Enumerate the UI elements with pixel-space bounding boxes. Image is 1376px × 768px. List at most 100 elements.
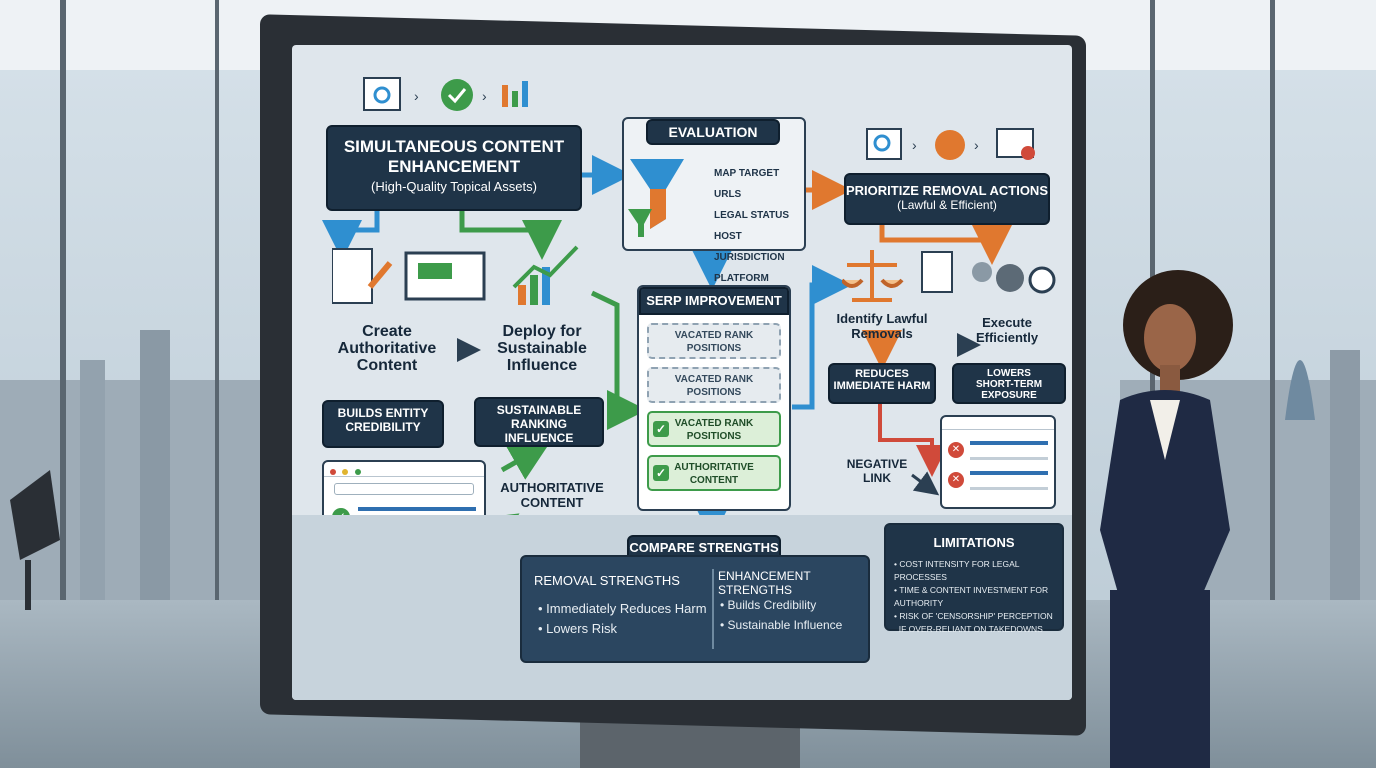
enhancement-subtitle: (High-Quality Topical Assets) (371, 179, 537, 194)
funnel-icon (628, 159, 684, 237)
removal-strengths-heading: Removal Strengths (534, 573, 680, 588)
serp-title: SERP Improvement (639, 287, 789, 315)
lowers-line1: Lowers (987, 368, 1031, 379)
serp-slot-line1: Vacated Rank (674, 418, 754, 429)
step-create: Create Authoritative Content (322, 323, 452, 374)
limitations-list: • Cost Intensity for Legal Processes • T… (894, 558, 1062, 636)
evaluation-title: Evaluation (646, 119, 780, 145)
serp-slot: Vacated RankPositions (647, 323, 781, 359)
process-icons: › › (363, 77, 528, 111)
svg-text:›: › (482, 88, 487, 104)
enhancement-strength-2: • Sustainable Influence (720, 618, 843, 632)
reduces-line1: Reduces (855, 368, 909, 380)
removal-strength-2-text: Lowers Risk (546, 621, 617, 636)
negative-line2: Link (863, 471, 891, 485)
limitation-3: • Risk of 'Censorship' Perception (894, 611, 1053, 621)
scale-gear-icons (842, 250, 1056, 302)
x-circle-icon: ✕ (948, 472, 964, 488)
step-deploy-line3: Influence (506, 357, 578, 374)
outcome-ranking-line2: Ranking Influence (504, 417, 574, 445)
limitation-2: • Time & Content Investment for Authorit… (894, 585, 1049, 608)
limitation-2-text: Time & Content Investment for Authority (894, 585, 1049, 608)
identify-line2: Removals (851, 326, 913, 341)
enhancement-strength-1: • Builds Credibility (720, 598, 817, 612)
enhancement-strengths-heading: Enhancement Strengths (718, 569, 811, 597)
enhancement-strength-2-text: Sustainable Influence (727, 618, 843, 632)
authoritative-line2: Content (520, 495, 584, 510)
reduces-harm-box: Reduces Immediate Harm (828, 363, 936, 404)
step-deploy-line1: Deploy for (502, 323, 582, 340)
enhancement-title-line2: Enhancement (387, 157, 521, 176)
removal-strength-1-text: Immediately Reduces Harm (546, 601, 707, 616)
serp-slot-line2: Positions (686, 387, 742, 398)
serp-slot-line1: Vacated Rank (674, 374, 754, 385)
limitation-3-text: Risk of 'Censorship' Perception (899, 611, 1053, 621)
removal-subtitle: (Lawful & Efficient) (897, 198, 997, 212)
step-deploy-line2: Sustainable (497, 340, 587, 357)
neg-browser-bar (942, 417, 1054, 430)
presenter-figure (1100, 270, 1233, 768)
execute-line2: Efficiently (975, 330, 1039, 345)
eval-item-target-urls: Map Target URLs (714, 168, 780, 200)
step-deploy: Deploy for Sustainable Influence (477, 323, 607, 374)
search-field (334, 483, 474, 495)
x-circle-icon: ✕ (948, 442, 964, 458)
lowers-line2: Short-Term Exposure (975, 379, 1043, 401)
serp-slot: ✓ Vacated RankPositions (647, 411, 781, 447)
outcome-ranking-line1: Sustainable (496, 403, 582, 417)
evaluation-box: Evaluation Map Target URLs Legal Status … (622, 117, 806, 305)
removal-icons: › › (866, 128, 1035, 160)
negative-lines (970, 440, 1048, 460)
create-deploy-icons (332, 245, 579, 305)
execute-efficiently-label: Execute Efficiently (957, 315, 1057, 345)
negative-link-label: Negative Link (837, 457, 917, 485)
removal-strengths-list: • Immediately Reduces Harm • Lowers Risk (538, 599, 707, 639)
identify-removals-label: Identify Lawful Removals (822, 311, 942, 341)
limitations-panel: Limitations • Cost Intensity for Legal P… (884, 523, 1064, 634)
serp-slot: Vacated RankPositions (647, 367, 781, 403)
compare-divider (712, 569, 714, 649)
eval-item-legal-status: Legal Status (714, 210, 789, 221)
serp-slot-line1: Vacated Rank (674, 330, 754, 341)
negative-line1: Negative (846, 457, 908, 471)
limitation-1-text: Cost Intensity for Legal Processes (894, 559, 1020, 582)
check-icon: ✓ (653, 421, 669, 437)
serp-slot-line1: Authoritative (674, 462, 754, 473)
check-icon: ✓ (653, 465, 669, 481)
svg-text:›: › (912, 137, 917, 153)
serp-improvement-box: SERP Improvement Vacated RankPositionsVa… (637, 285, 791, 511)
execute-line1: Execute (982, 315, 1032, 330)
authoritative-content-label: Authoritative Content (492, 480, 612, 510)
enhancement-title-box: Simultaneous Content Enhancement (High-Q… (326, 125, 582, 211)
svg-text:›: › (414, 88, 419, 104)
outcome-entity-credibility: Builds Entity Credibility (322, 400, 444, 448)
limitation-1: • Cost Intensity for Legal Processes (894, 559, 1020, 582)
negative-row: ✕ (948, 440, 1048, 460)
step-create-line1: Create (362, 323, 412, 340)
removal-title: Prioritize Removal Actions (846, 183, 1048, 198)
compare-panel: Removal Strengths • Immediately Reduces … (520, 555, 870, 663)
enhancement-strengths-list: • Builds Credibility • Sustainable Influ… (720, 595, 842, 635)
outcome-entity-line1: Builds Entity (337, 406, 429, 420)
browser-bar (324, 462, 484, 477)
enhancement-title-line1: Simultaneous Content (343, 137, 565, 156)
serp-slot-line2: Positions (686, 431, 742, 442)
limitation-4-text: If Over-Reliant on Takedowns (898, 624, 1043, 634)
negative-results-card: ✕✕ (940, 415, 1056, 509)
authoritative-line1: Authoritative (500, 480, 604, 495)
diagram-board: › › Simultaneous Content Enhancement (Hi… (292, 45, 1072, 700)
enhancement-strength-1-text: Builds Credibility (727, 598, 817, 612)
step-create-line2: Authoritative (337, 340, 437, 357)
limitation-4: If Over-Reliant on Takedowns (894, 623, 1062, 636)
lowers-exposure-box: Lowers Short-Term Exposure (952, 363, 1066, 404)
outcome-sustainable-ranking: Sustainable Ranking Influence (474, 397, 604, 447)
eval-item-host-jurisdiction: Host Jurisdiction (714, 231, 785, 263)
negative-row: ✕ (948, 470, 1048, 490)
serp-slots: Vacated RankPositionsVacated RankPositio… (639, 323, 789, 491)
negative-lines (970, 470, 1048, 490)
outcome-entity-line2: Credibility (345, 420, 421, 434)
step-create-line3: Content (356, 357, 418, 374)
neg-rows: ✕✕ (942, 440, 1054, 490)
